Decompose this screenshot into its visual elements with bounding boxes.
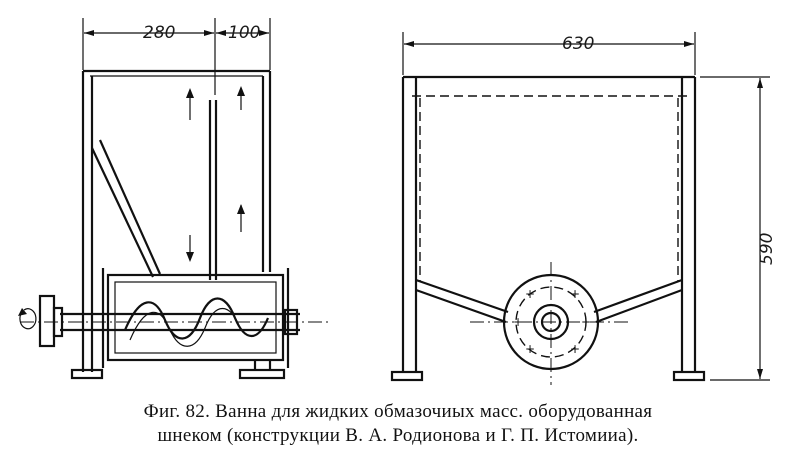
- dimension-280-100: 280 100: [82, 18, 271, 95]
- feet-front: [390, 370, 706, 382]
- feet-side: [70, 360, 286, 380]
- svg-text:+: +: [513, 315, 523, 329]
- dim-630-label: 630: [562, 34, 594, 54]
- dimension-630: 630: [402, 32, 696, 75]
- tank-front: [401, 75, 697, 372]
- dimension-590: 590: [700, 76, 777, 381]
- caption-line-2: шнеком (конструкции В. А. Родионова и Г.…: [157, 425, 639, 446]
- caption-line-1: Фиг. 82. Ванна для жидких обмазочиых мас…: [143, 401, 653, 422]
- svg-text:+: +: [570, 287, 580, 301]
- figure-caption: Фиг. 82. Ванна для жидких обмазочиых мас…: [0, 400, 796, 448]
- front-view: 630 590: [390, 32, 777, 385]
- svg-text:+: +: [525, 287, 535, 301]
- svg-text:+: +: [570, 342, 580, 356]
- svg-text:+: +: [581, 315, 591, 329]
- dim-280-label: 280: [143, 23, 175, 43]
- dim-590-label: 590: [757, 233, 777, 265]
- tank-side: [81, 69, 272, 372]
- flange: + + + + + +: [470, 262, 632, 385]
- svg-text:+: +: [525, 342, 535, 356]
- side-view: 280 100: [18, 18, 330, 380]
- dim-100-label: 100: [228, 23, 260, 43]
- screw-housing: [18, 268, 330, 368]
- technical-drawing: 280 100: [18, 18, 777, 385]
